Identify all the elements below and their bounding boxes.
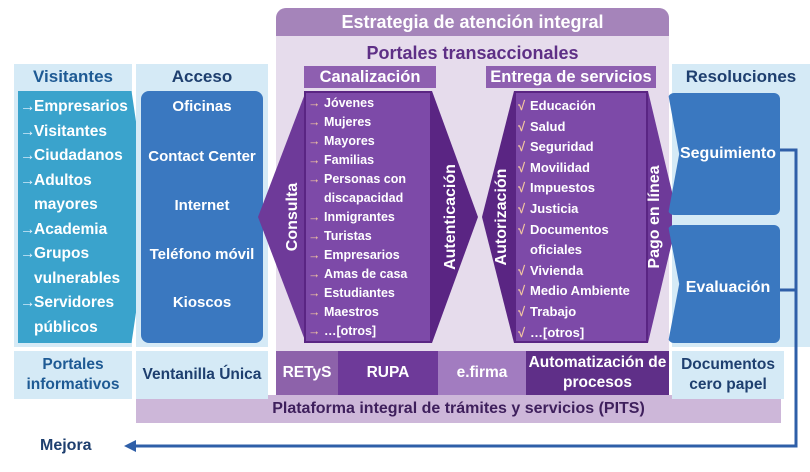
- arrow-right-icon: →: [308, 229, 321, 243]
- canal-item: →Jóvenes: [308, 94, 432, 113]
- arrow-right-icon: →: [308, 172, 321, 186]
- access-item: Teléfono móvil: [149, 245, 255, 263]
- visitor-item: →Empresarios: [20, 95, 140, 120]
- service-item: √Vivienda: [518, 261, 648, 282]
- access-item: Internet: [174, 196, 230, 214]
- service-item: √Salud: [518, 117, 648, 138]
- check-icon: √: [518, 98, 526, 113]
- service-item: √Movilidad: [518, 158, 648, 179]
- efirma-box: e.firma: [438, 351, 526, 395]
- canal-item: →Mayores: [308, 132, 432, 151]
- canal-item: →…[otros]: [308, 322, 432, 341]
- arrow-right-icon: →: [308, 134, 321, 148]
- automatizacion-box: Automatización de procesos: [526, 351, 669, 395]
- visitor-item: →Servidores públicos: [20, 291, 140, 340]
- service-item: √Impuestos: [518, 178, 648, 199]
- service-item: √Medio Ambiente: [518, 281, 648, 302]
- ventanilla-unica-box: Ventanilla Única: [136, 351, 268, 399]
- visitor-item: →Ciudadanos: [20, 144, 140, 169]
- rupa-box: RUPA: [338, 351, 438, 395]
- canal-item: →Familias: [308, 151, 432, 170]
- check-icon: √: [518, 159, 526, 175]
- delivery-list: √Educación √Salud √Seguridad √Movilidad …: [518, 96, 648, 343]
- check-icon: √: [518, 139, 526, 155]
- canalizacion-list: →Jóvenes →Mujeres →Mayores →Familias →Pe…: [308, 94, 432, 341]
- check-icon: √: [518, 262, 526, 278]
- canal-item: →Estudiantes: [308, 284, 432, 303]
- service-item: √Educación: [518, 96, 648, 117]
- check-icon: √: [518, 180, 526, 196]
- paperless-docs-box: Documentos cero papel: [672, 351, 784, 399]
- service-item: √Seguridad: [518, 137, 648, 158]
- informative-portals-box: Portales informativos: [14, 351, 132, 399]
- seguimiento-label: Seguimiento: [679, 145, 776, 162]
- canal-item: →Personas con discapacidad: [308, 170, 432, 208]
- service-item: √Trabajo: [518, 302, 648, 323]
- canalizacion-box: [304, 91, 432, 343]
- visitor-item: →Academia: [20, 218, 140, 243]
- arrow-right-icon: →: [308, 115, 321, 129]
- arrow-right-icon: →: [308, 286, 321, 300]
- arrow-right-icon: →: [20, 98, 36, 115]
- canal-item: →Maestros: [308, 303, 432, 322]
- access-title: Acceso: [171, 67, 233, 86]
- service-item: √…[otros]: [518, 323, 648, 344]
- arrowhead-left-icon: [124, 440, 136, 452]
- feedback-line: [134, 148, 798, 448]
- arrow-right-icon: →: [308, 96, 321, 110]
- arrow-right-icon: →: [308, 305, 321, 319]
- seguimiento-box: [668, 93, 780, 215]
- delivery-title: Entrega de servicios: [486, 66, 656, 88]
- canal-item: →Mujeres: [308, 113, 432, 132]
- arrow-right-icon: →: [20, 171, 36, 189]
- access-item: Contact Center: [148, 147, 256, 165]
- check-icon: √: [518, 221, 526, 237]
- arrow-right-icon: →: [20, 122, 36, 140]
- visitor-item: →Grupos vulnerables: [20, 242, 140, 291]
- canal-item: →Empresarios: [308, 246, 432, 265]
- arrow-right-icon: →: [308, 248, 321, 262]
- check-icon: √: [518, 200, 526, 216]
- mejora-label: Mejora: [40, 437, 92, 454]
- platform-bar: Plataforma integral de trámites y servic…: [136, 395, 781, 423]
- check-icon: √: [518, 324, 526, 340]
- service-item: √Justicia: [518, 199, 648, 220]
- arrow-right-icon: →: [20, 220, 36, 238]
- arrow-right-icon: →: [20, 147, 36, 164]
- canalizacion-title: Canalización: [304, 66, 436, 88]
- arrow-right-icon: →: [308, 210, 321, 224]
- canal-item: →Inmigrantes: [308, 208, 432, 227]
- canal-item: →Amas de casa: [308, 265, 432, 284]
- access-box: [141, 91, 263, 343]
- arrow-right-icon: →: [20, 294, 36, 311]
- delivery-box: [514, 91, 648, 343]
- resolutions-title: Resoluciones: [685, 67, 797, 86]
- arrow-right-icon: →: [308, 267, 321, 281]
- arrow-right-icon: →: [308, 153, 321, 167]
- access-item: Oficinas: [172, 97, 232, 115]
- arrow-right-icon: →: [20, 245, 36, 262]
- portals-title: Portales transaccionales: [366, 42, 579, 63]
- visitors-list: →Empresarios →Visitantes →Ciudadanos →Ad…: [20, 95, 140, 340]
- visitors-box: [18, 91, 150, 343]
- visitors-title: Visitantes: [32, 67, 113, 86]
- retys-box: RETyS: [276, 351, 338, 395]
- access-item: Kioscos: [172, 293, 232, 311]
- strategy-title: Estrategia de atención integral: [276, 8, 669, 36]
- arrow-right-icon: →: [308, 324, 321, 338]
- canal-item: →Turistas: [308, 227, 432, 246]
- visitor-item: →Adultos mayores: [20, 169, 140, 218]
- evaluacion-label: Evaluación: [685, 279, 771, 296]
- check-icon: √: [518, 283, 526, 299]
- service-item: √Documentos oficiales: [518, 220, 648, 261]
- evaluacion-box: [668, 225, 780, 343]
- check-icon: √: [518, 303, 526, 319]
- check-icon: √: [518, 118, 526, 134]
- visitor-item: →Visitantes: [20, 120, 140, 145]
